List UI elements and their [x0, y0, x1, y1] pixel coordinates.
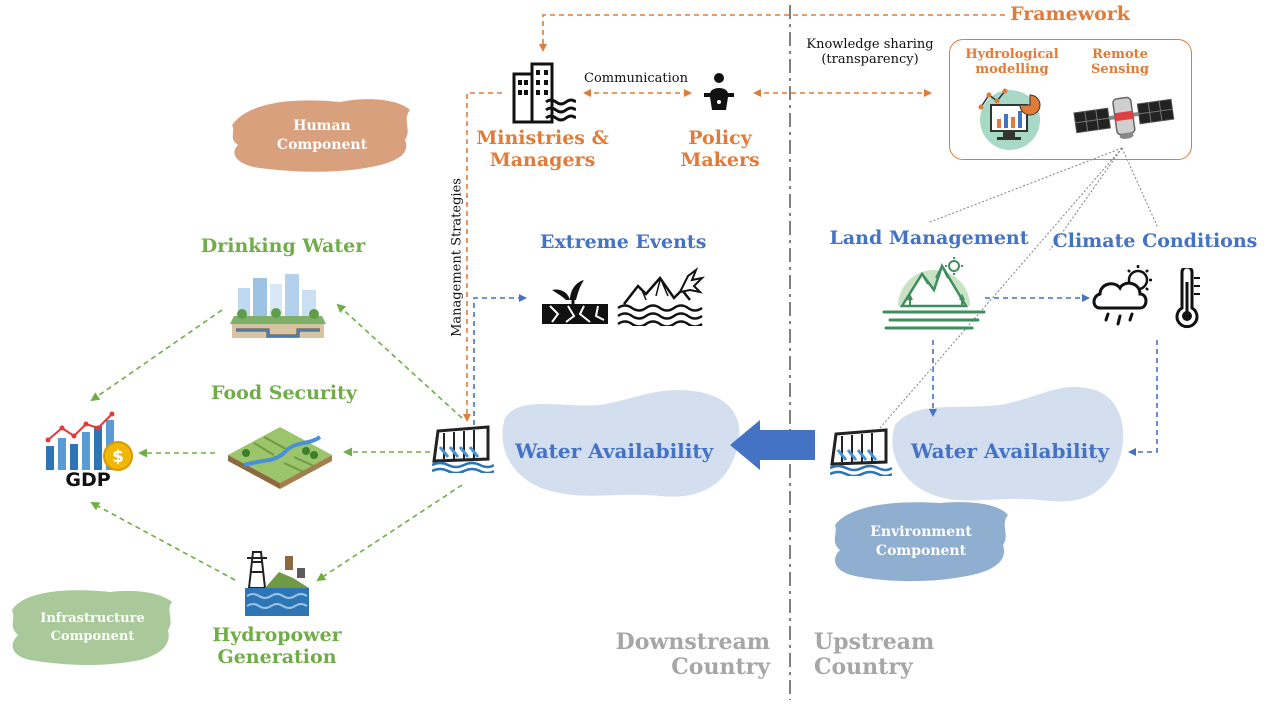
dam-icon — [432, 425, 494, 473]
gdp-chart-icon: $ — [45, 411, 133, 471]
hydrological-modelling-label: Hydrological modelling — [965, 47, 1059, 77]
framework-title: Framework — [1010, 3, 1130, 25]
land-management-label: Land Management — [829, 227, 1029, 249]
human-component-brush: Human Component — [232, 100, 412, 172]
communication-label: Communication — [584, 71, 688, 86]
food-security-label: Food Security — [211, 382, 357, 404]
dam-to-drinking-arrow — [336, 303, 463, 419]
rs-to-climate-line — [1121, 147, 1159, 229]
water-blob-upstream — [892, 387, 1124, 502]
building-icon — [512, 62, 576, 124]
hydropower-label: Hydropower Generation — [212, 624, 342, 668]
gdp-label: GDP — [65, 469, 111, 491]
hydropower-to-gdp-arrow — [90, 502, 236, 581]
infrastructure-component-label: Infrastructure Component — [40, 610, 145, 644]
water-availability-upstream-label: Water Availability — [910, 439, 1110, 463]
infrastructure-component-brush: Infrastructure Component — [10, 590, 175, 665]
farmland-icon — [228, 427, 332, 489]
management-strategies-line — [463, 92, 502, 422]
climate-conditions-label: Climate Conditions — [1052, 230, 1258, 252]
upstream-country-label: Upstream Country — [814, 629, 935, 681]
dam-to-extreme-events-arrow — [473, 294, 527, 425]
drought-icon — [542, 280, 608, 324]
rs-to-dam-line — [1049, 147, 1123, 251]
water-availability-downstream-label: Water Availability — [515, 439, 714, 463]
framework-box — [949, 39, 1192, 160]
water-blob-downstream — [502, 389, 740, 497]
environment-component-label: Environment Component — [870, 524, 972, 559]
hydropower-icon — [245, 551, 309, 616]
flow-arrow — [730, 420, 815, 470]
ministries-label: Ministries & Managers — [476, 127, 609, 171]
human-brush-shape — [232, 99, 410, 172]
extreme-events-label: Extreme Events — [540, 231, 707, 253]
human-component-label: Human Component — [276, 118, 368, 153]
rs-to-upstream-water-line — [879, 147, 1123, 429]
env-brush-shape — [834, 502, 1008, 582]
mountain-landscape-icon — [882, 257, 986, 330]
flood-icon — [617, 267, 706, 326]
infra-brush-shape — [12, 590, 172, 665]
knowledge-sharing-label: Knowledge sharing (transparency) — [806, 37, 934, 67]
environment-component-brush: Environment Component — [832, 503, 1010, 581]
framework-arrow — [539, 14, 1005, 52]
policy-makers-label: Policy Makers — [680, 127, 760, 171]
thermometer-icon — [1175, 268, 1200, 329]
climate-to-water-arrow — [1128, 340, 1158, 456]
remote-sensing-label: Remote Sensing — [1091, 47, 1149, 77]
svg-text:$: $ — [112, 447, 124, 467]
drinking-water-label: Drinking Water — [200, 235, 366, 257]
speaker-podium-icon — [704, 73, 734, 110]
dam-to-hydropower-arrow — [316, 484, 463, 582]
weather-cloud-icon — [1092, 265, 1152, 326]
management-strategies-label: Management Strategies — [449, 178, 465, 337]
dam-upstream-icon — [830, 428, 892, 476]
city-water-icon — [230, 274, 326, 338]
downstream-country-label: Downstream Country — [615, 629, 770, 681]
satellite-icon — [1073, 96, 1175, 139]
hydrological-model-icon — [978, 88, 1041, 150]
